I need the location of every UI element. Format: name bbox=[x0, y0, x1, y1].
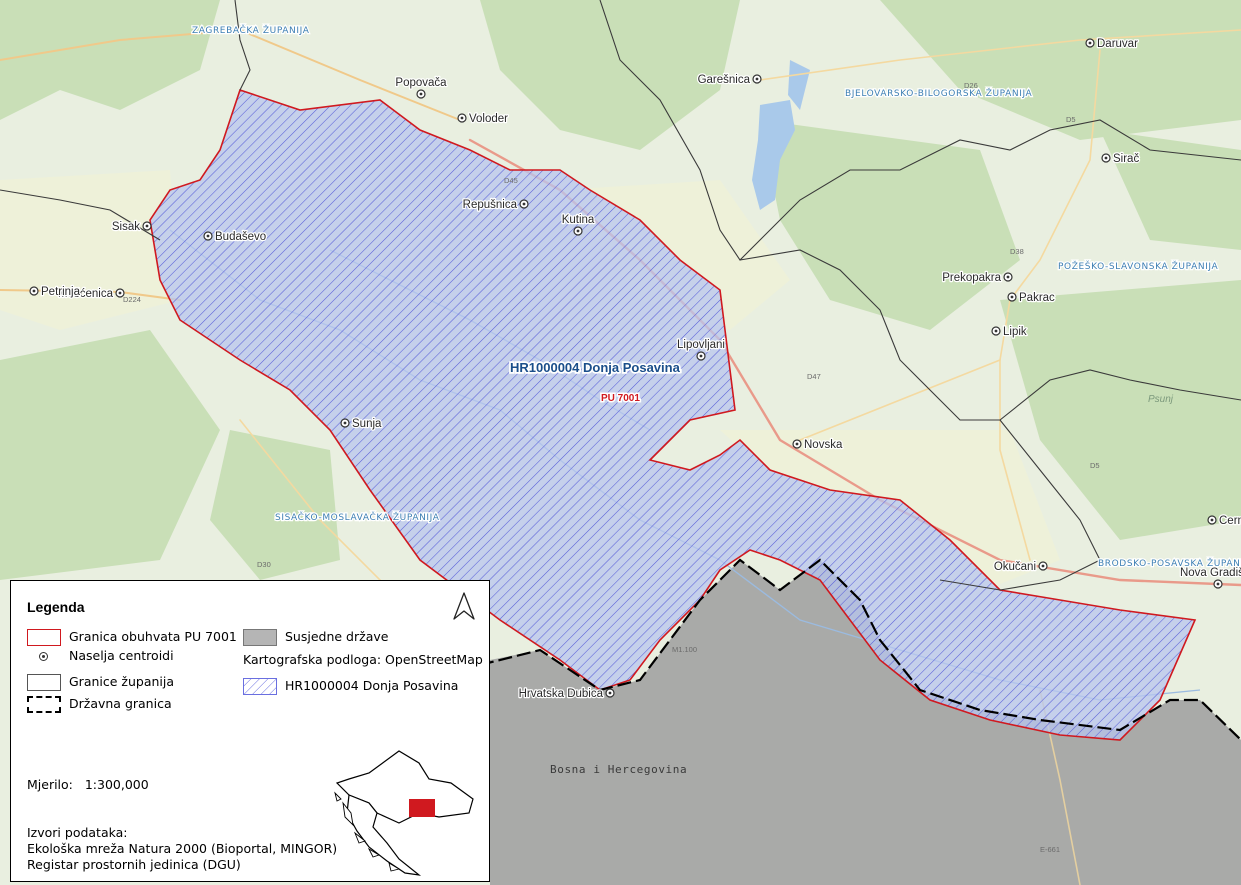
scale-label: Mjerilo: bbox=[27, 777, 73, 792]
county-label: ZAGREBAČKA ŽUPANIJA bbox=[192, 24, 310, 36]
road-label: D224 bbox=[123, 295, 141, 304]
road-label: D5 bbox=[1090, 461, 1100, 470]
road-label: D38 bbox=[1010, 247, 1024, 256]
lake-2 bbox=[788, 60, 810, 110]
county-boundaries bbox=[0, 0, 1241, 591]
settlement-marker-dot bbox=[608, 691, 612, 695]
legend-pu-boundary-label: Granica obuhvata PU 7001 bbox=[69, 629, 237, 644]
settlement-marker-dot bbox=[522, 202, 526, 206]
neighbor-country-area bbox=[490, 560, 1241, 885]
settlement-label: Okučani bbox=[994, 561, 1036, 573]
pu-boundary bbox=[149, 88, 1197, 741]
settlement-label: Cernik bbox=[1219, 515, 1241, 527]
settlement-label: Repušnica bbox=[463, 199, 518, 211]
settlement-label: Hrvatska Dubica bbox=[519, 688, 604, 700]
settlement-marker-dot bbox=[206, 234, 210, 238]
settlement-marker-dot bbox=[1006, 275, 1010, 279]
settlement-marker-dot bbox=[118, 291, 122, 295]
natura-hatch bbox=[150, 90, 1195, 740]
legend-natura-label: HR1000004 Donja Posavina bbox=[285, 678, 459, 693]
settlement-label: Prekopakra bbox=[942, 272, 1001, 284]
pu-label: PU 7001 bbox=[601, 393, 640, 404]
road-label: D26 bbox=[964, 81, 978, 90]
road-label: E-661 bbox=[1040, 845, 1060, 854]
settlement-label: Nova Gradiška bbox=[1180, 567, 1241, 579]
settlement-marker-dot bbox=[755, 77, 759, 81]
county-label: SISAČKO-MOSLAVAČKA ŽUPANIJA bbox=[275, 511, 440, 523]
settlement-marker-dot bbox=[343, 421, 347, 425]
legend-state-swatch bbox=[27, 696, 61, 713]
settlement-label: Garešnica bbox=[698, 74, 751, 86]
source-natura: Ekološka mreža Natura 2000 (Bioportal, M… bbox=[27, 841, 338, 856]
road-label: D47 bbox=[807, 372, 821, 381]
settlement-label: Pakrac bbox=[1019, 292, 1055, 304]
centroid-dot bbox=[42, 655, 45, 658]
settlement-marker-dot bbox=[795, 442, 799, 446]
settlement-marker-dot bbox=[699, 354, 703, 358]
settlement-marker-dot bbox=[32, 289, 36, 293]
settlement-marker-dot bbox=[1010, 295, 1014, 299]
psunj-label: Psunj bbox=[1148, 394, 1174, 405]
settlement-label: Lipik bbox=[1003, 326, 1027, 338]
settlement-marker-dot bbox=[1104, 156, 1108, 160]
settlement-marker-dot bbox=[1210, 518, 1214, 522]
source-dgu: Registar prostornih jedinica (DGU) bbox=[27, 857, 241, 872]
centroid-icon bbox=[39, 652, 48, 661]
settlement-marker-dot bbox=[994, 329, 998, 333]
legend-county-label: Granice županija bbox=[69, 674, 175, 689]
sources-title: Izvori podataka: bbox=[27, 825, 128, 840]
settlement-marker-dot bbox=[1041, 564, 1045, 568]
natura-area-label: HR1000004 Donja Posavina bbox=[510, 360, 681, 375]
settlement-label: Kutina bbox=[562, 214, 595, 226]
legend-neighbors-swatch bbox=[243, 629, 277, 646]
settlement-marker-dot bbox=[419, 92, 423, 96]
road-label: M1.100 bbox=[672, 645, 697, 654]
north-arrow-icon bbox=[452, 591, 476, 625]
legend-basemap-label: Kartografska podloga: OpenStreetMap bbox=[243, 652, 483, 667]
road-label: D5 bbox=[1066, 115, 1076, 124]
lake bbox=[752, 100, 795, 210]
state-border bbox=[479, 558, 1241, 741]
settlement-label: Sisak bbox=[112, 221, 140, 233]
settlement-marker-dot bbox=[145, 224, 149, 228]
settlement-marker-dot bbox=[1216, 582, 1220, 586]
road-label: D30 bbox=[257, 560, 271, 569]
legend-natura-swatch bbox=[243, 678, 277, 695]
county-label: BRODSKO-POSAVSKA ŽUPANIJA bbox=[1098, 557, 1241, 569]
legend-title: Legenda bbox=[27, 599, 85, 615]
scale-value: 1:300,000 bbox=[84, 777, 149, 792]
scale-text: Mjerilo: 1:300,000 bbox=[27, 777, 149, 792]
settlement-marker-dot bbox=[460, 116, 464, 120]
legend-state-label: Državna granica bbox=[69, 696, 172, 711]
settlement-label: Petrinja bbox=[41, 286, 81, 298]
settlement-label: Sunja bbox=[352, 418, 382, 430]
legend-centroids-label: Naselja centroidi bbox=[69, 648, 174, 663]
legend-neighbors-label: Susjedne države bbox=[285, 629, 389, 644]
settlement-label: Popovača bbox=[395, 77, 447, 89]
road-label: D45 bbox=[504, 176, 518, 185]
settlement-label: Sirač bbox=[1113, 153, 1139, 165]
settlement-marker-dot bbox=[576, 229, 580, 233]
settlement-label: Novska bbox=[804, 439, 843, 451]
county-label: POŽEŠKO-SLAVONSKA ŽUPANIJA bbox=[1058, 260, 1219, 272]
forest-areas bbox=[0, 0, 1241, 580]
settlement-marker-dot bbox=[1088, 41, 1092, 45]
croatia-inset-map bbox=[329, 743, 475, 883]
settlement-label: Daruvar bbox=[1097, 38, 1138, 50]
country-label: Bosna i Hercegovina bbox=[550, 763, 687, 776]
county-labels: ZAGREBAČKA ŽUPANIJA BJELOVARSKO-BILOGORSK… bbox=[191, 23, 1241, 571]
map-legend: Legenda Granica obuhvata PU 7001 Naselja… bbox=[10, 580, 490, 882]
data-sources: Izvori podataka: Ekološka mreža Natura 2… bbox=[27, 825, 337, 873]
legend-county-swatch bbox=[27, 674, 61, 691]
legend-pu-boundary-swatch bbox=[27, 629, 61, 646]
settlement-label: Voloder bbox=[469, 113, 508, 125]
settlement-label: Lipovljani bbox=[677, 339, 725, 351]
settlement-label: Mošćenica bbox=[58, 288, 114, 300]
settlement-label: Budaševo bbox=[215, 231, 266, 243]
county-label: BJELOVARSKO-BILOGORSKA ŽUPANIJA bbox=[845, 87, 1033, 99]
